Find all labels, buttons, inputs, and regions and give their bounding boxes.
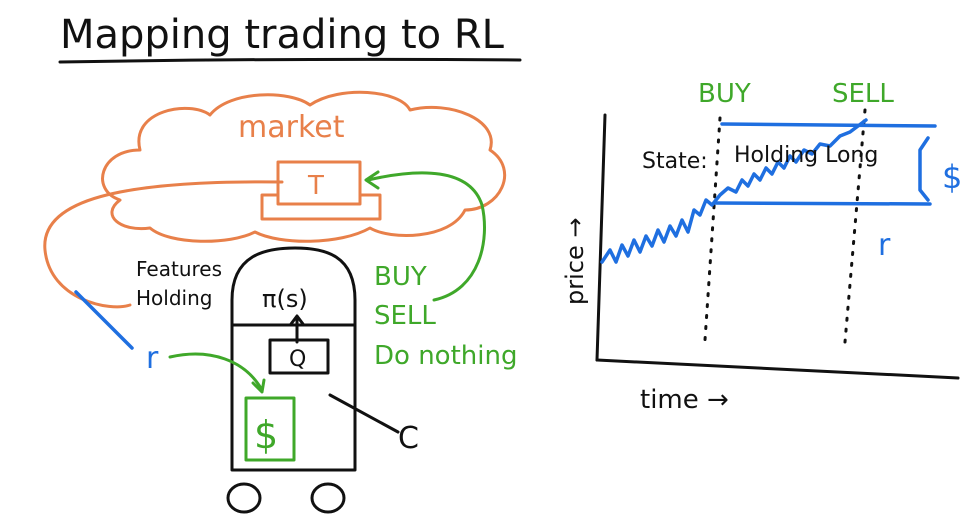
x-axis-label: time → — [640, 385, 729, 415]
reward-to-money-arrow — [168, 352, 266, 394]
reward-line — [74, 290, 134, 350]
x-axis — [595, 358, 960, 380]
money-symbol: $ — [254, 413, 278, 457]
market-to-state-arrow — [43, 180, 284, 309]
reward-label-right: r — [878, 228, 891, 263]
price-line — [600, 118, 868, 264]
y-axis — [595, 113, 607, 362]
money-box — [244, 396, 296, 462]
features-label: Features — [136, 257, 222, 281]
buy-dotted-line — [703, 116, 722, 342]
state-label: State: — [642, 149, 708, 174]
left-wheel — [226, 482, 262, 514]
profit-money-label: $ — [942, 158, 962, 196]
page-title: Mapping trading to RL — [60, 12, 505, 58]
actions-to-market-arrow — [364, 170, 486, 302]
market-cloud-group: market T — [43, 90, 507, 309]
market-label: market — [238, 110, 345, 145]
sell-price-level — [720, 122, 937, 128]
agent-robot: π(s) Q $ C — [226, 246, 419, 514]
right-wheel — [310, 482, 346, 514]
action-sell: SELL — [374, 301, 436, 331]
title-underline — [58, 57, 522, 64]
trade-label: T — [307, 171, 324, 201]
market-cloud — [101, 90, 507, 243]
price-chart: price → time → BUY SELL State: Holding L… — [561, 79, 962, 415]
q-to-policy-arrow — [289, 314, 305, 344]
buy-marker-label: BUY — [698, 79, 751, 109]
cash-label: C — [398, 421, 419, 456]
profit-bracket — [918, 136, 930, 202]
holding-label: Holding — [136, 286, 212, 310]
holding-long-label: Holding Long — [734, 143, 878, 168]
q-label: Q — [289, 347, 306, 372]
policy-label: π(s) — [262, 285, 308, 313]
sell-marker-label: SELL — [832, 79, 894, 109]
action-do-nothing: Do nothing — [374, 341, 517, 371]
agent-body — [230, 246, 357, 472]
q-box — [268, 338, 330, 375]
action-buy: BUY — [374, 262, 427, 292]
buy-price-level — [713, 201, 932, 206]
reward-label-left: r — [146, 341, 159, 376]
cash-pointer — [328, 393, 400, 434]
y-axis-label: price → — [561, 218, 589, 305]
